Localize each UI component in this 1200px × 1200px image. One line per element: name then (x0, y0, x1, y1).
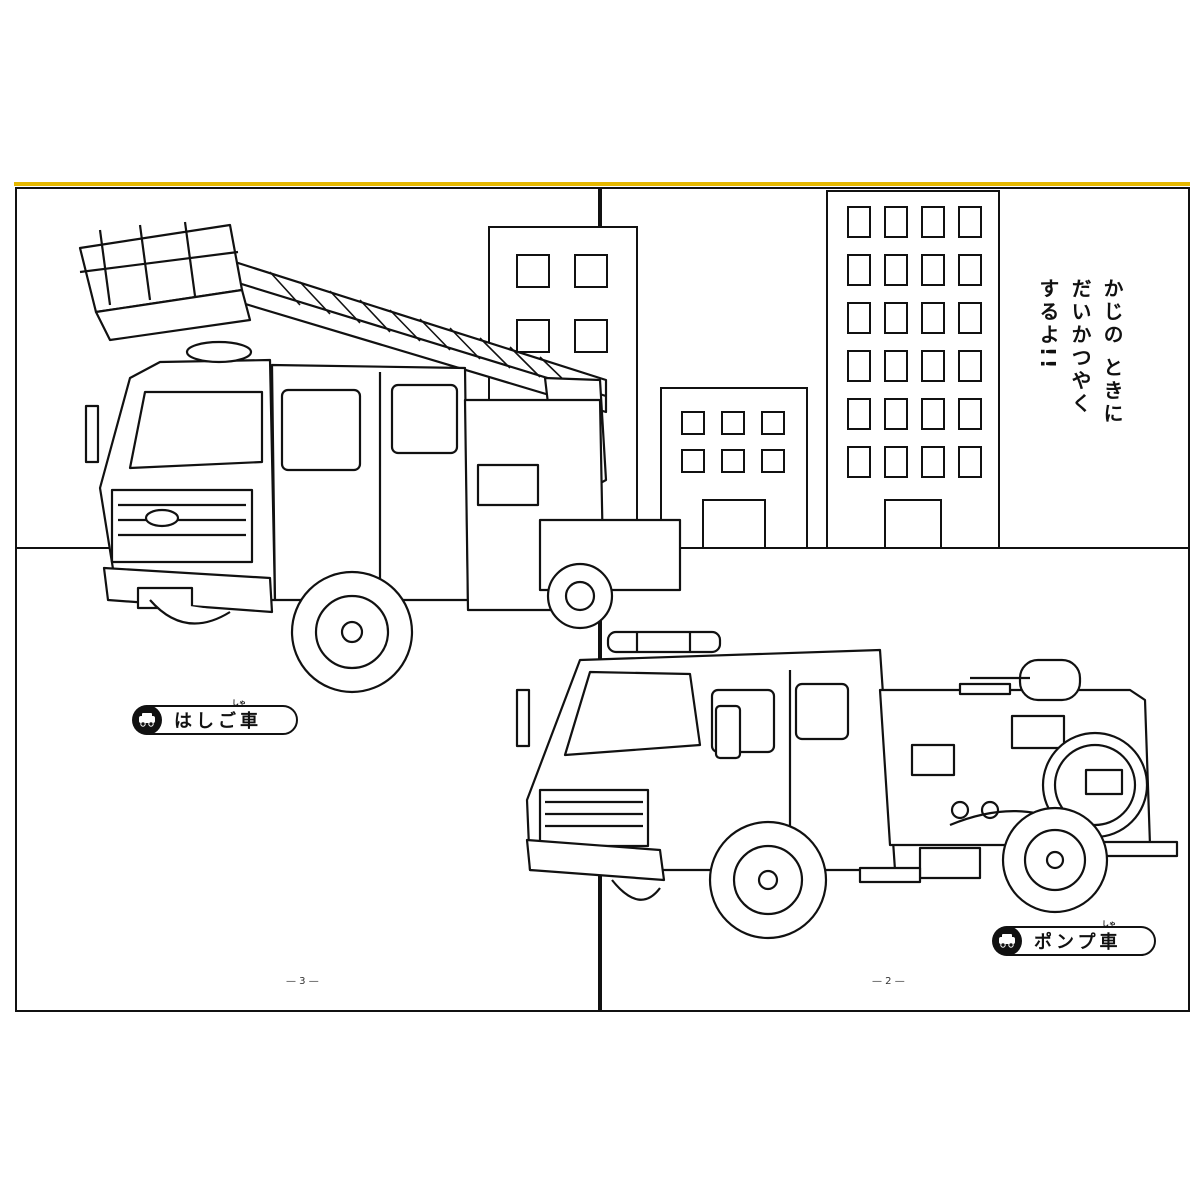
building-window (921, 302, 945, 334)
building-window (847, 350, 871, 382)
building-window (958, 398, 982, 430)
building-window (884, 350, 908, 382)
building-window (958, 302, 982, 334)
building-window (958, 350, 982, 382)
building-window (884, 398, 908, 430)
building-window (921, 350, 945, 382)
pump-truck-text: ポンプ車 (1034, 932, 1122, 953)
ladder-truck-text: はしご車 (174, 711, 262, 732)
caption-line-1: かじの ときに (1100, 278, 1124, 426)
building-window (884, 446, 908, 478)
building-window (847, 446, 871, 478)
building-window (884, 254, 908, 286)
building-window (958, 206, 982, 238)
caption-line-3: するよ!! (1036, 278, 1060, 372)
pump-truck-ruby: しゃ (1102, 920, 1116, 928)
fire-truck-icon (132, 705, 162, 735)
building-window (847, 206, 871, 238)
building-window (884, 206, 908, 238)
fire-truck-icon (992, 926, 1022, 956)
pump-truck-label: ポンプ車 しゃ (992, 920, 1156, 956)
building-window (847, 302, 871, 334)
building-window (921, 254, 945, 286)
building-window (958, 446, 982, 478)
ladder-truck-illustration (78, 221, 682, 694)
building-window (958, 254, 982, 286)
ladder-truck-ruby: しゃ (232, 699, 246, 707)
building-window (921, 398, 945, 430)
building-short (660, 387, 808, 549)
building-window (847, 398, 871, 430)
building-window (884, 302, 908, 334)
pump-truck-illustration (515, 630, 1179, 940)
top-accent-bar (14, 182, 1190, 186)
building-window (847, 254, 871, 286)
ladder-truck-label: はしご車 しゃ (132, 699, 298, 735)
page-number-left: — 3 — (286, 976, 319, 987)
building-window (921, 206, 945, 238)
building-window (921, 446, 945, 478)
caption-line-2: だいかつやく (1068, 278, 1092, 416)
building-tall-grid (826, 190, 1000, 549)
page-number-right: — 2 — (872, 976, 905, 987)
